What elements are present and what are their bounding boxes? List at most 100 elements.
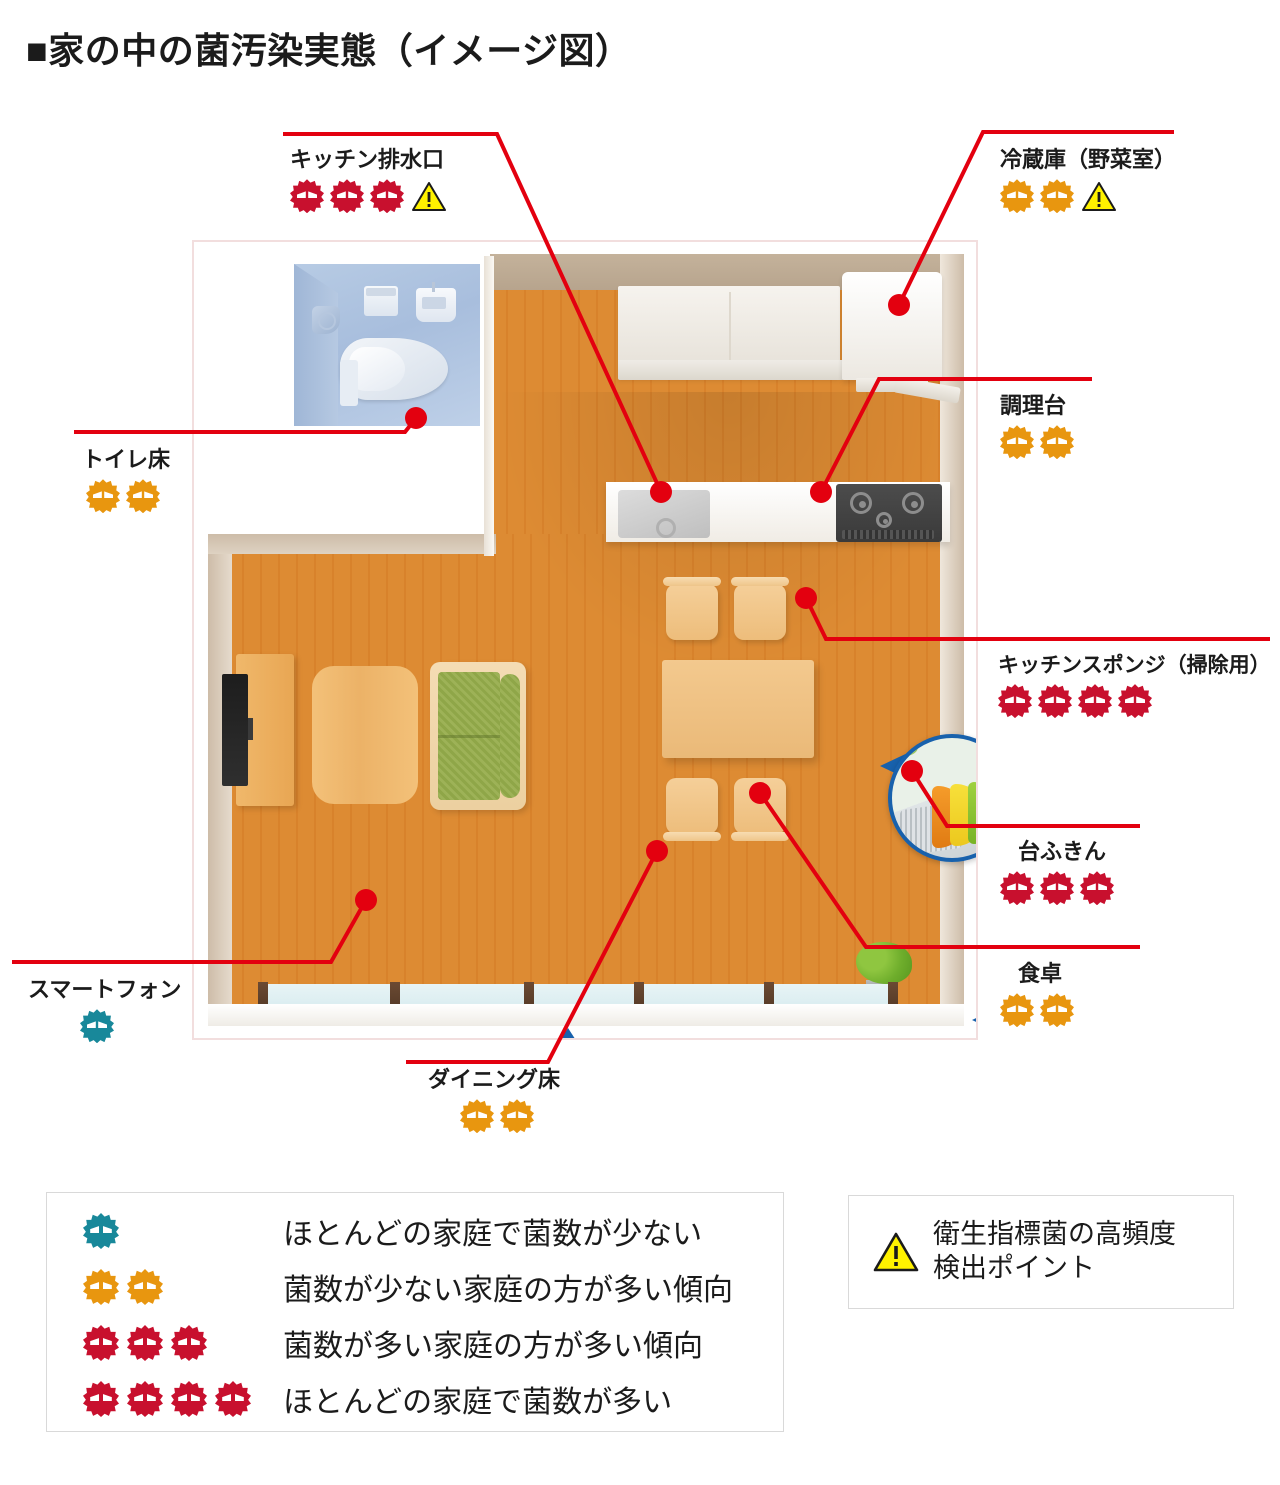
- sofa-arm: [500, 674, 520, 798]
- warning-triangle-icon: [873, 1231, 919, 1273]
- callout-label: スマートフォン: [28, 977, 182, 1002]
- germ-icon: [1000, 425, 1034, 460]
- sponge-green: [968, 782, 976, 844]
- germ-icon: [80, 1009, 114, 1044]
- callout-label: 台ふきん: [1018, 839, 1107, 864]
- callout-label: キッチンスポンジ（掃除用）: [998, 654, 1271, 677]
- callout-dining-table: 食卓: [1000, 961, 1074, 1028]
- germ-icon: [330, 179, 364, 214]
- callout-dining-floor: ダイニング床: [428, 1067, 561, 1134]
- legend-row: 菌数が多い家庭の方が多い傾向: [83, 1321, 703, 1365]
- germ-icon: [1078, 684, 1112, 719]
- germ-icon: [127, 1269, 163, 1305]
- burner-icon: [902, 492, 924, 514]
- germ-icon: [460, 1099, 494, 1134]
- legend-text: ほとんどの家庭で菌数が多い: [283, 1386, 673, 1419]
- germ-icon: [215, 1381, 251, 1417]
- legend-row: 菌数が少ない家庭の方が多い傾向: [83, 1265, 733, 1309]
- germ-rating: [1000, 179, 1176, 214]
- warning-triangle-icon: [412, 181, 446, 212]
- germ-rating: [290, 179, 446, 214]
- callout-dish-cloth: 台ふきん: [1000, 839, 1114, 906]
- dining-chair: [731, 778, 789, 841]
- burner-icon: [876, 512, 892, 528]
- refrigerator: [842, 272, 942, 392]
- legend-row: ほとんどの家庭で菌数が少ない: [83, 1209, 702, 1253]
- callout-smartphone: スマートフォン: [28, 977, 182, 1044]
- sofa: [430, 662, 526, 810]
- germ-icon: [83, 1325, 119, 1361]
- callout-toilet-floor: トイレ床: [82, 447, 171, 514]
- legend-row: ほとんどの家庭で菌数が多い: [83, 1377, 672, 1421]
- callout-label: トイレ床: [82, 447, 171, 472]
- germ-icon: [171, 1325, 207, 1361]
- toilet-hand-sink: [416, 282, 456, 322]
- magnifier-pointer: [546, 1028, 590, 1038]
- kitchen-drain: [656, 518, 676, 538]
- callout-label: 食卓: [1018, 961, 1063, 986]
- callout-label: ダイニング床: [428, 1067, 561, 1092]
- germ-icon: [290, 179, 324, 214]
- germ-icon: [83, 1381, 119, 1417]
- legend-icons: [83, 1269, 283, 1305]
- germ-icon: [1040, 993, 1074, 1028]
- callout-label: 冷蔵庫（野菜室）: [1000, 147, 1177, 172]
- legend-text: 菌数が少ない家庭の方が多い傾向: [283, 1274, 733, 1307]
- toilet-tank: [340, 360, 358, 406]
- germ-rating: [460, 1099, 560, 1134]
- germ-icon: [86, 479, 120, 514]
- stove-grill: [842, 530, 934, 539]
- germ-icon: [1000, 993, 1034, 1028]
- germ-icon: [1040, 425, 1074, 460]
- toilet-cistern: [364, 286, 398, 316]
- germ-icon: [83, 1269, 119, 1305]
- dining-chair: [663, 778, 721, 841]
- window-frame: [764, 982, 774, 1018]
- window-sill: [208, 1004, 964, 1026]
- germ-icon: [1040, 871, 1074, 906]
- dining-chair: [731, 577, 789, 640]
- legend-text: ほとんどの家庭で菌数が少ない: [283, 1218, 703, 1251]
- wall-right: [940, 254, 964, 1004]
- callout-cooktop: 調理台: [1000, 393, 1074, 460]
- legend-icons: [83, 1325, 283, 1361]
- toilet-wall: [294, 264, 338, 426]
- page-title: ■家の中の菌汚染実態（イメージ図）: [26, 30, 632, 71]
- callout-kitchen-sponge: キッチンスポンジ（掃除用）: [998, 654, 1271, 719]
- germ-icon: [127, 1381, 163, 1417]
- sponge-accent: [892, 738, 918, 756]
- germ-icon: [126, 479, 160, 514]
- magnifier-kitchen-sponges: [888, 734, 976, 862]
- germ-rating: [86, 479, 170, 514]
- callout-refrigerator: 冷蔵庫（野菜室）: [1000, 147, 1177, 214]
- magnifier-pointer: [972, 1004, 976, 1036]
- callout-kitchen-drain: キッチン排水口: [290, 147, 446, 214]
- dining-chair: [663, 577, 721, 640]
- legend: ほとんどの家庭で菌数が少ない 菌数が少ない家庭の方が多い傾向 菌数が多い家庭の方…: [46, 1192, 784, 1432]
- warning-triangle-icon: [1082, 181, 1116, 212]
- burner-icon: [850, 492, 872, 514]
- germ-icon: [500, 1099, 534, 1134]
- wall-left-upper: [208, 534, 496, 554]
- germ-rating: [80, 1009, 181, 1044]
- germ-icon: [1080, 871, 1114, 906]
- cabinet-shelf: [618, 360, 844, 380]
- germ-icon: [127, 1325, 163, 1361]
- legend-icons: [83, 1213, 283, 1249]
- germ-rating: [1000, 425, 1074, 460]
- window-frame: [390, 982, 400, 1018]
- germ-icon: [1000, 179, 1034, 214]
- germ-icon: [1000, 871, 1034, 906]
- toilet-paper-holder-icon: [312, 306, 340, 334]
- wall-divider: [484, 256, 494, 556]
- plant-foliage: [856, 942, 912, 984]
- legend-icons: [83, 1381, 283, 1417]
- toilet-room: [294, 264, 480, 426]
- germ-icon: [1040, 179, 1074, 214]
- television: [222, 674, 253, 786]
- legend-text: 菌数が多い家庭の方が多い傾向: [283, 1330, 703, 1363]
- germ-icon: [998, 684, 1032, 719]
- germ-icon: [83, 1213, 119, 1249]
- callout-label: キッチン排水口: [290, 147, 445, 172]
- germ-icon: [1118, 684, 1152, 719]
